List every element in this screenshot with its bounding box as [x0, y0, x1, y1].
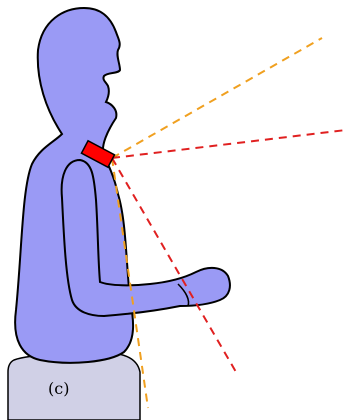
sensor-rays — [112, 38, 346, 408]
arm — [62, 160, 230, 316]
panel-label: (c) — [48, 379, 69, 398]
red-ray-upper — [112, 130, 346, 158]
orange-ray-upper — [112, 38, 322, 158]
